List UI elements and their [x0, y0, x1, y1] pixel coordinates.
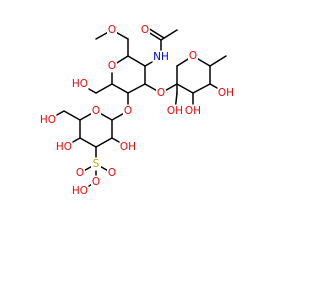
ring-b-hydroxyl-right: OH — [119, 140, 137, 154]
label-background — [55, 140, 73, 154]
atom-label: OH — [218, 87, 234, 99]
bond — [192, 83, 211, 94]
label-background — [184, 104, 202, 118]
sulfonyl-oxygen-right: O — [107, 166, 117, 180]
label-background — [156, 86, 166, 100]
bond — [176, 83, 194, 94]
label-background — [107, 23, 117, 37]
label-background — [91, 157, 101, 171]
bond — [79, 137, 97, 148]
ring-a-hydroxymethyl: HO — [71, 77, 89, 91]
bond — [147, 27, 165, 39]
label-background — [140, 23, 150, 37]
atom-label: O — [141, 24, 149, 36]
glycosidic-oxygen-right: O — [156, 86, 166, 100]
label-background — [107, 59, 117, 73]
atom-label: HO — [72, 185, 88, 197]
atom-label: O — [108, 167, 116, 179]
amide-nh: NH — [152, 50, 170, 64]
atom-labels: O O O NH HO O O O OH OH OH — [39, 23, 235, 198]
sulfur-atom: S — [91, 157, 101, 171]
atom-label: OH — [185, 105, 201, 117]
atom-label: O — [92, 105, 100, 117]
ring-c-oxygen: O — [188, 49, 198, 63]
label-background — [217, 86, 235, 100]
atom-label: S — [93, 158, 100, 170]
atom-label: O — [92, 176, 100, 188]
ring-c-hydroxyl-right: OH — [217, 86, 235, 100]
atom-label: O — [189, 50, 197, 62]
ring-c-hydroxyl-a: OH — [184, 104, 202, 118]
atom-label: OH — [120, 141, 136, 153]
ring-c-hydroxyl-b: OH — [166, 104, 184, 118]
atom-label: HO — [72, 78, 88, 90]
atom-label: O — [76, 167, 84, 179]
carbonyl-oxygen: O — [140, 23, 150, 37]
ring-b-hydroxyl-left: HO — [55, 140, 73, 154]
label-background — [71, 77, 89, 91]
ring-a-oxygen: O — [107, 59, 117, 73]
methoxy-oxygen: O — [107, 23, 117, 37]
bond — [63, 110, 81, 121]
atom-label: O — [108, 24, 116, 36]
sulfonyl-oxygen-left: O — [75, 166, 85, 180]
label-background — [91, 104, 101, 118]
label-background — [119, 140, 137, 154]
atom-label: O — [157, 87, 165, 99]
label-background — [152, 50, 170, 64]
bond — [127, 55, 146, 67]
label-background — [107, 166, 117, 180]
molecule-structure: O O O NH HO O O O OH OH OH — [39, 23, 235, 198]
bond — [127, 83, 146, 94]
label-background — [188, 49, 198, 63]
bond — [95, 137, 113, 148]
label-background — [91, 175, 101, 189]
ring-b-oxygen: O — [91, 104, 101, 118]
bond — [111, 83, 129, 94]
bond — [95, 83, 113, 94]
atom-label: HO — [40, 114, 56, 126]
atom-label: O — [108, 60, 116, 72]
bond — [160, 29, 178, 41]
atom-label: HO — [56, 141, 72, 153]
label-background — [123, 104, 133, 118]
glycosidic-oxygen-left: O — [123, 104, 133, 118]
peroxy-hydroxyl: HO — [71, 184, 89, 198]
bond — [209, 55, 227, 67]
atom-label: OH — [167, 105, 183, 117]
label-background — [39, 113, 57, 127]
label-background — [166, 104, 184, 118]
ring-b-hydroxymethyl: HO — [39, 113, 57, 127]
label-background — [71, 184, 89, 198]
atom-label: NH — [153, 51, 169, 63]
atom-label: O — [124, 105, 132, 117]
peroxy-oxygen: O — [91, 175, 101, 189]
label-background — [75, 166, 85, 180]
